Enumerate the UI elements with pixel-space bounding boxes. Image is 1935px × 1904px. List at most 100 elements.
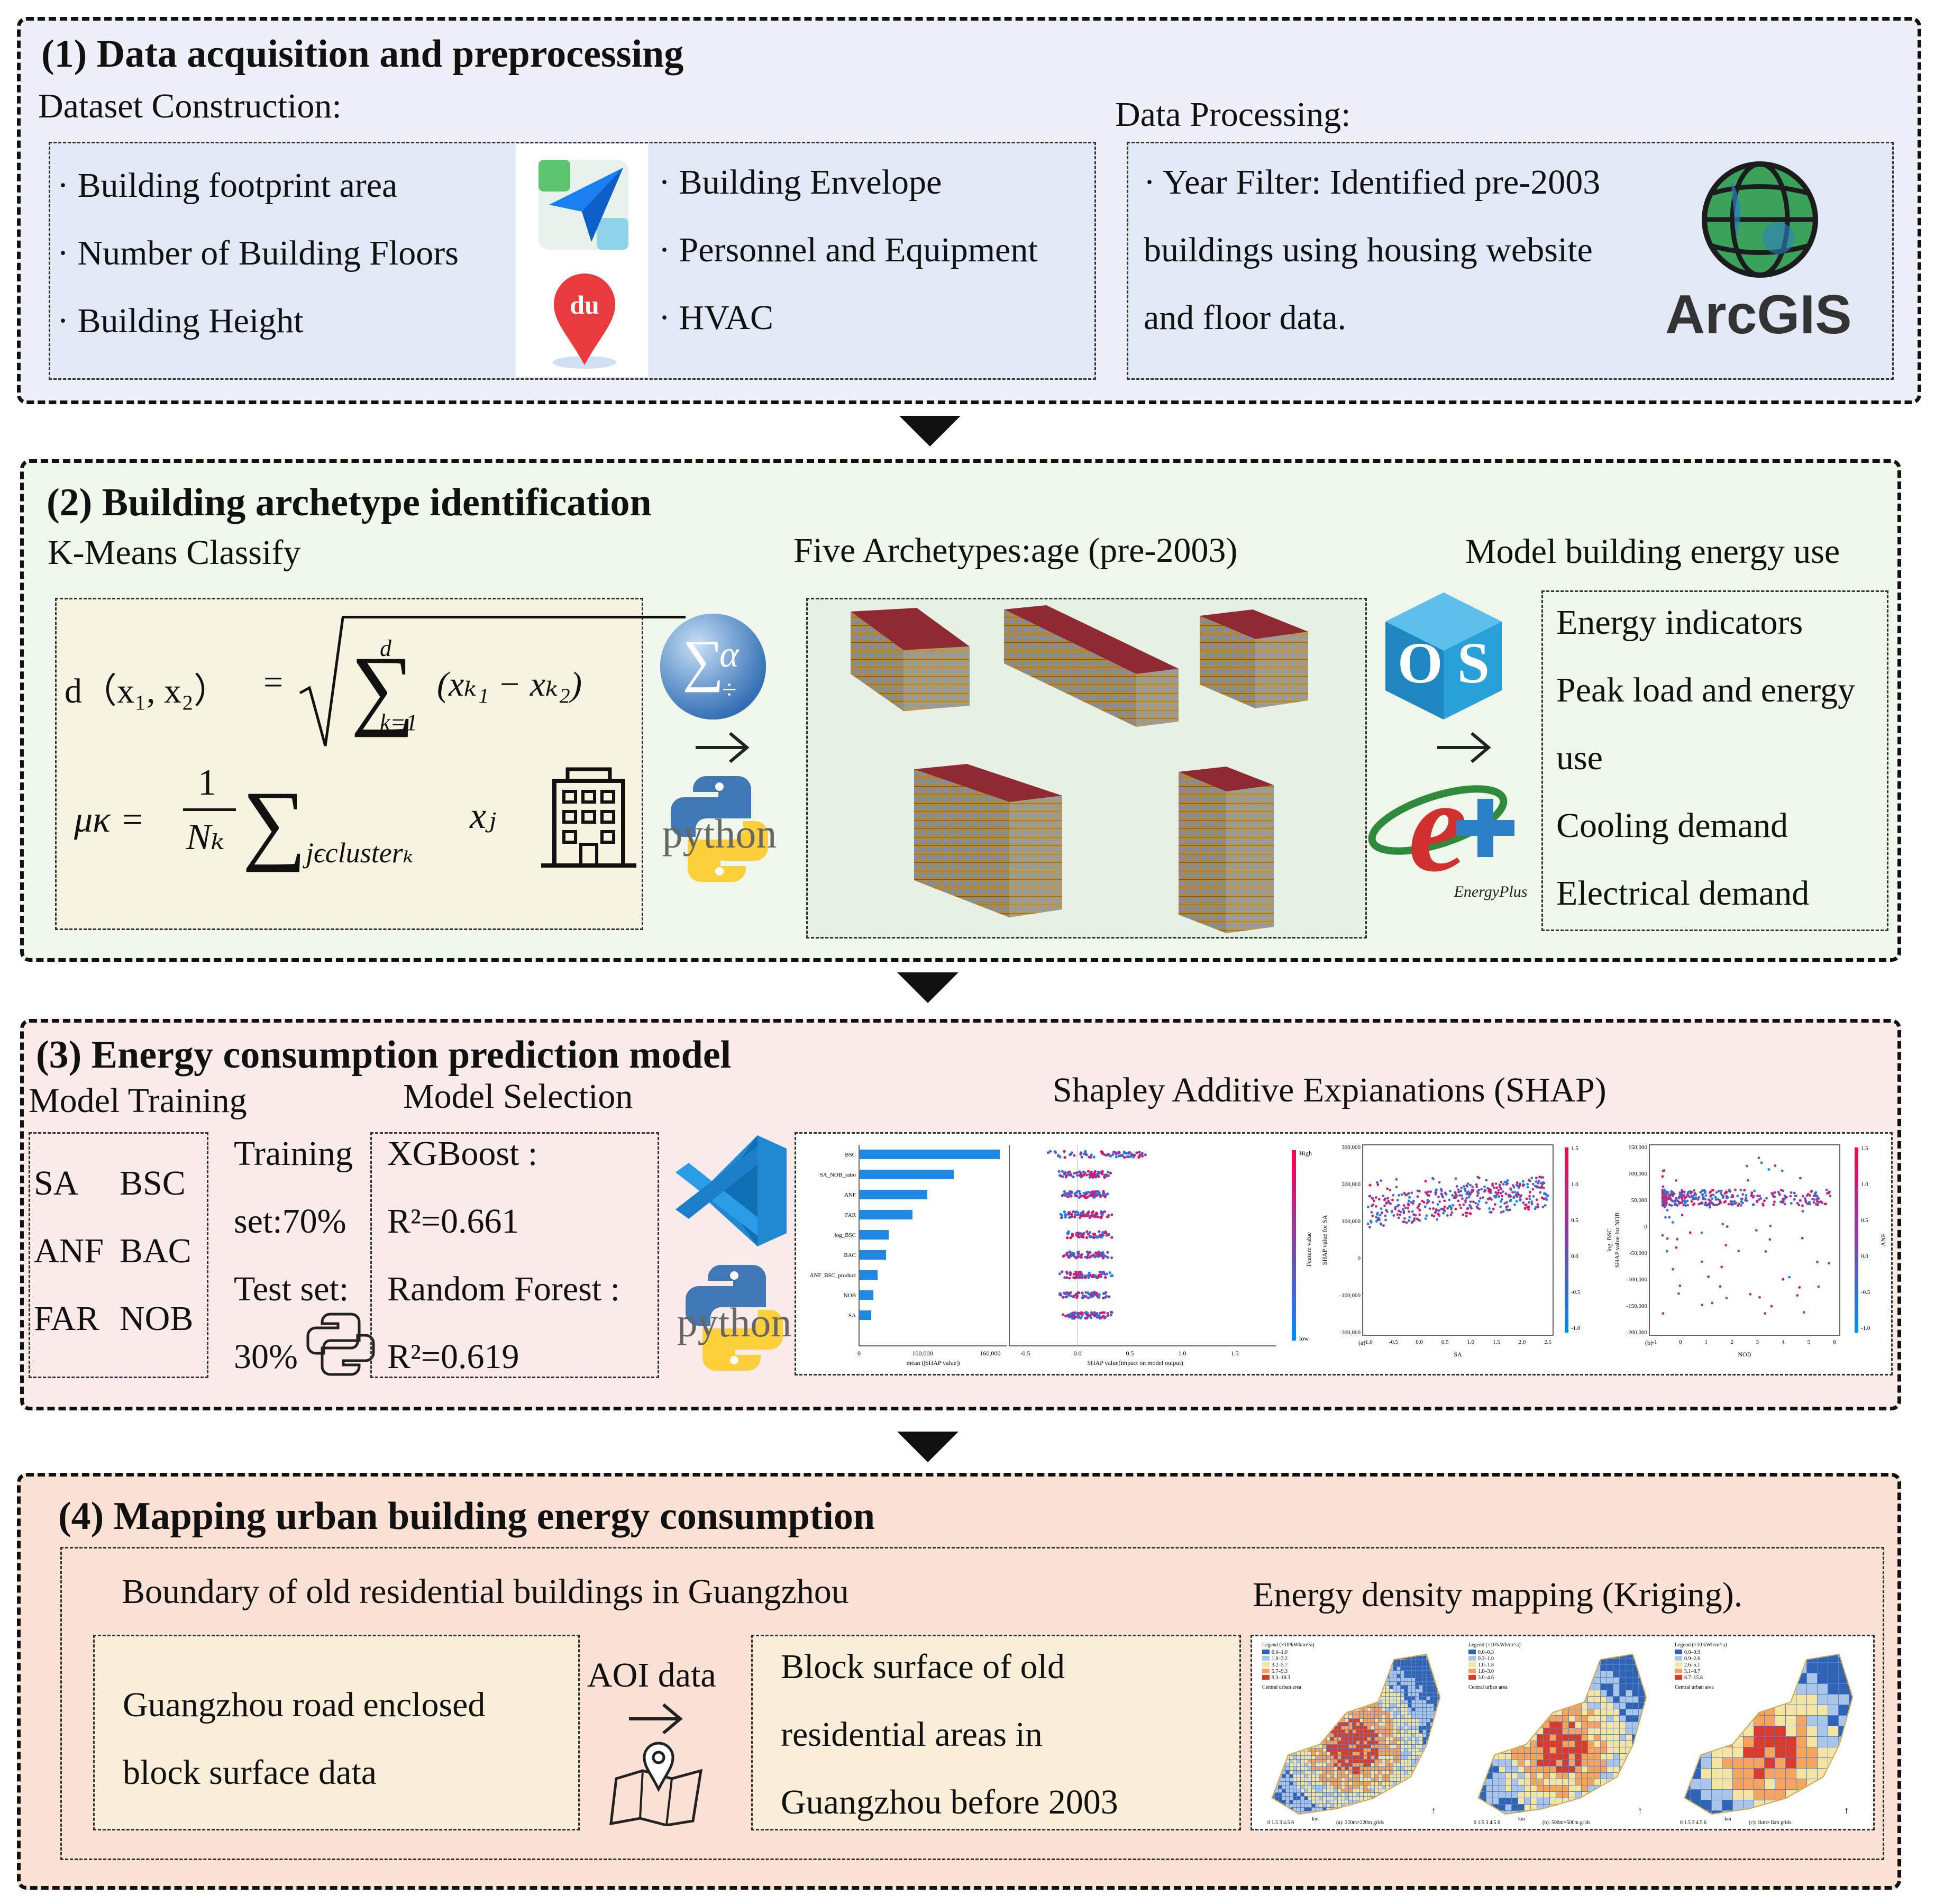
grid-cell xyxy=(1601,1741,1607,1747)
grid-cell xyxy=(1639,1747,1645,1753)
grid-cell xyxy=(1375,1689,1378,1692)
grid-cell xyxy=(1330,1656,1334,1659)
dependence-point xyxy=(1476,1176,1479,1179)
grid-cell xyxy=(1412,1778,1415,1781)
grid-cell xyxy=(1353,1663,1356,1666)
grid-cell xyxy=(1356,1734,1359,1737)
beeswarm-point xyxy=(1105,1173,1108,1177)
grid-cell xyxy=(1286,1767,1289,1770)
grid-cell xyxy=(1441,1767,1445,1770)
grid-cell xyxy=(1267,1760,1271,1763)
grid-cell xyxy=(1818,1800,1828,1810)
grid-cell xyxy=(1360,1667,1363,1670)
grid-cell xyxy=(1412,1719,1415,1722)
grid-cell xyxy=(1338,1656,1341,1659)
grid-cell xyxy=(1316,1782,1319,1785)
grid-cell xyxy=(1390,1674,1393,1678)
dependence-point xyxy=(1683,1199,1686,1202)
grid-cell xyxy=(1390,1686,1393,1689)
grid-cell xyxy=(1279,1730,1282,1733)
grid-cell xyxy=(1304,1771,1308,1774)
model-line-1: XGBoost : xyxy=(387,1134,538,1173)
grid-cell xyxy=(1419,1726,1422,1729)
grid-cell xyxy=(1499,1697,1505,1702)
grid-cell xyxy=(1293,1804,1297,1807)
grid-cell xyxy=(1493,1792,1499,1798)
grid-cell xyxy=(1327,1797,1330,1800)
beeswarm-point xyxy=(1069,1172,1072,1176)
grid-cell xyxy=(1330,1771,1334,1774)
dependence-point xyxy=(1464,1189,1467,1192)
grid-cell xyxy=(1601,1735,1607,1741)
grid-cell xyxy=(1828,1716,1838,1726)
grid-cell xyxy=(1818,1811,1828,1814)
grid-cell xyxy=(1575,1741,1581,1747)
dependence-point xyxy=(1782,1197,1784,1200)
feature-bsc: BSC xyxy=(120,1164,186,1202)
dependence-point xyxy=(1499,1205,1502,1208)
grid-cell xyxy=(1364,1808,1367,1811)
grid-cell xyxy=(1275,1763,1278,1766)
grid-cell xyxy=(1544,1697,1549,1702)
grid-cell xyxy=(1286,1815,1289,1818)
grid-cell xyxy=(1754,1673,1764,1683)
grid-cell xyxy=(1518,1690,1524,1696)
grid-cell xyxy=(1297,1656,1300,1659)
grid-cell xyxy=(1818,1673,1828,1683)
grid-cell xyxy=(1796,1779,1806,1789)
grid-cell xyxy=(1338,1778,1341,1781)
beeswarm-point xyxy=(1112,1151,1115,1154)
grid-cell xyxy=(1338,1674,1341,1678)
grid-cell xyxy=(1330,1741,1334,1744)
x-tick-label: -1.0 xyxy=(1363,1339,1373,1345)
grid-cell xyxy=(1430,1697,1434,1700)
dependence-point xyxy=(1467,1190,1470,1194)
dependence-point xyxy=(1511,1184,1514,1187)
grid-cell xyxy=(1412,1815,1415,1818)
beeswarm-point xyxy=(1106,1192,1109,1196)
grid-cell xyxy=(1353,1748,1356,1752)
grid-cell xyxy=(1419,1660,1422,1663)
grid-cell xyxy=(1330,1700,1334,1703)
grid-cell xyxy=(1349,1704,1352,1707)
grid-cell xyxy=(1401,1774,1404,1778)
grid-cell xyxy=(1360,1785,1363,1789)
grid-cell xyxy=(1356,1667,1359,1670)
grid-cell xyxy=(1367,1674,1371,1678)
dependence-point xyxy=(1699,1191,1702,1194)
dependence-point xyxy=(1516,1195,1518,1198)
grid-cell xyxy=(1290,1734,1293,1737)
colorbar-tick-label: -1.0 xyxy=(1861,1325,1870,1332)
grid-cell xyxy=(1486,1697,1492,1702)
grid-cell xyxy=(1386,1656,1389,1659)
grid-cell xyxy=(1353,1652,1356,1655)
grid-cell xyxy=(1556,1760,1562,1766)
grid-cell xyxy=(1423,1763,1426,1766)
dependence-point xyxy=(1517,1186,1520,1189)
legend-swatch xyxy=(1675,1662,1682,1667)
grid-cell xyxy=(1393,1797,1397,1800)
dependence-point xyxy=(1540,1185,1543,1188)
grid-cell xyxy=(1416,1778,1419,1781)
grid-cell xyxy=(1338,1804,1341,1807)
beeswarm-point xyxy=(1100,1150,1103,1153)
grid-cell xyxy=(1620,1773,1626,1779)
grid-cell xyxy=(1371,1693,1374,1696)
dependence-point xyxy=(1493,1203,1496,1206)
grid-cell xyxy=(1353,1730,1356,1733)
grid-cell xyxy=(1386,1660,1389,1663)
grid-cell xyxy=(1349,1667,1352,1670)
dependence-point xyxy=(1527,1179,1530,1182)
grid-cell xyxy=(1423,1793,1426,1796)
grid-cell xyxy=(1338,1667,1341,1670)
grid-cell xyxy=(1563,1805,1568,1810)
grid-cell xyxy=(1839,1758,1849,1768)
grid-cell xyxy=(1849,1758,1852,1768)
grid-cell xyxy=(1807,1705,1817,1715)
grid-cell xyxy=(1416,1789,1419,1792)
grid-cell xyxy=(1382,1815,1385,1818)
beeswarm-point xyxy=(1082,1212,1085,1215)
grid-cell xyxy=(1323,1678,1326,1681)
grid-cell xyxy=(1282,1771,1285,1774)
grid-cell xyxy=(1330,1715,1334,1718)
